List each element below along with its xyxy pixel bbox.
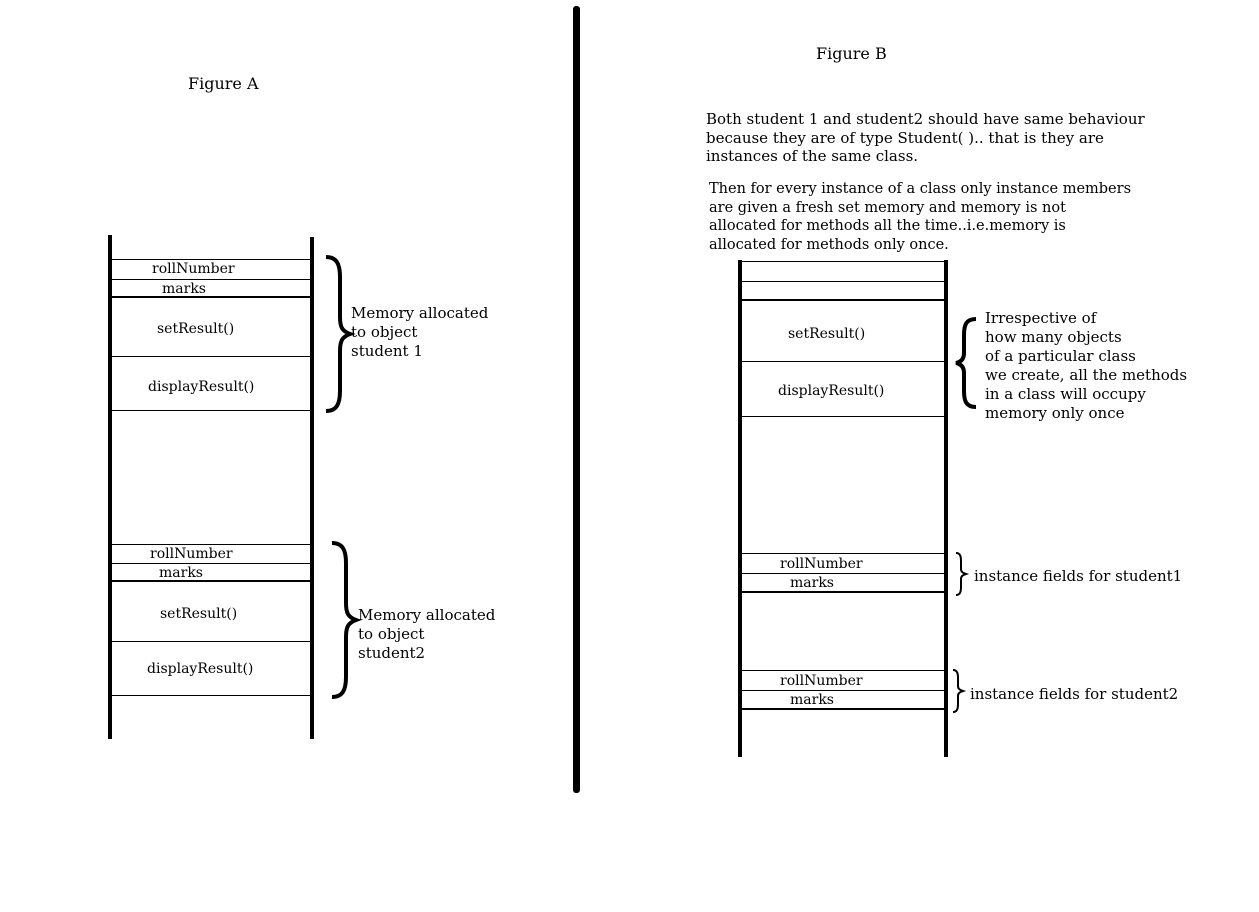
method-displayresult: displayResult() [147, 661, 254, 677]
field-marks: marks [790, 575, 834, 591]
method-setresult: setResult() [160, 606, 238, 622]
divider [112, 580, 310, 582]
curly-brace [325, 255, 356, 413]
divider [742, 299, 944, 301]
divider [742, 281, 944, 282]
figure-b-title: Figure B [816, 44, 887, 63]
divider [112, 410, 310, 411]
divider [742, 670, 944, 671]
divider [112, 544, 310, 545]
annotation-student1: Memory allocated to object student 1 [351, 304, 489, 360]
curly-brace [952, 669, 967, 713]
annotation-student2: Memory allocated to object student2 [358, 606, 496, 662]
annotation-student1-fields: instance fields for student1 [974, 567, 1183, 585]
curly-brace [955, 552, 970, 596]
divider [742, 690, 944, 691]
method-setresult: setResult() [157, 321, 235, 337]
figure-separator [573, 6, 580, 793]
divider [112, 695, 310, 696]
figure-b-note: Then for every instance of a class only … [709, 181, 1132, 253]
divider [112, 641, 310, 642]
divider [742, 573, 944, 574]
divider [112, 259, 310, 260]
methods-annotation: Irrespective of how many objects of a pa… [985, 309, 1188, 422]
figure-a-left-wall [108, 235, 112, 739]
divider [742, 591, 944, 593]
field-marks: marks [159, 565, 203, 581]
field-rollnumber: rollNumber [780, 556, 863, 572]
figure-b-right-wall [944, 260, 948, 757]
method-displayresult: displayResult() [148, 379, 255, 395]
figure-a-right-wall [310, 237, 314, 739]
divider [112, 563, 310, 564]
divider [742, 553, 944, 554]
figure-a-title: Figure A [188, 74, 259, 93]
divider [112, 279, 310, 280]
curly-brace [955, 317, 977, 409]
method-displayresult: displayResult() [778, 383, 885, 399]
divider [742, 361, 944, 362]
divider [112, 356, 310, 357]
method-setresult: setResult() [788, 326, 866, 342]
divider [112, 296, 310, 298]
field-rollnumber: rollNumber [780, 673, 863, 689]
field-rollnumber: rollNumber [150, 546, 233, 562]
field-rollnumber: rollNumber [152, 261, 235, 277]
figure-b-intro: Both student 1 and student2 should have … [706, 110, 1145, 165]
annotation-student2-fields: instance fields for student2 [970, 685, 1179, 703]
field-marks: marks [162, 281, 206, 297]
curly-brace [331, 541, 362, 699]
divider [742, 261, 944, 262]
divider [742, 708, 944, 710]
figure-b-left-wall [738, 260, 742, 757]
field-marks: marks [790, 692, 834, 708]
divider [742, 416, 944, 417]
